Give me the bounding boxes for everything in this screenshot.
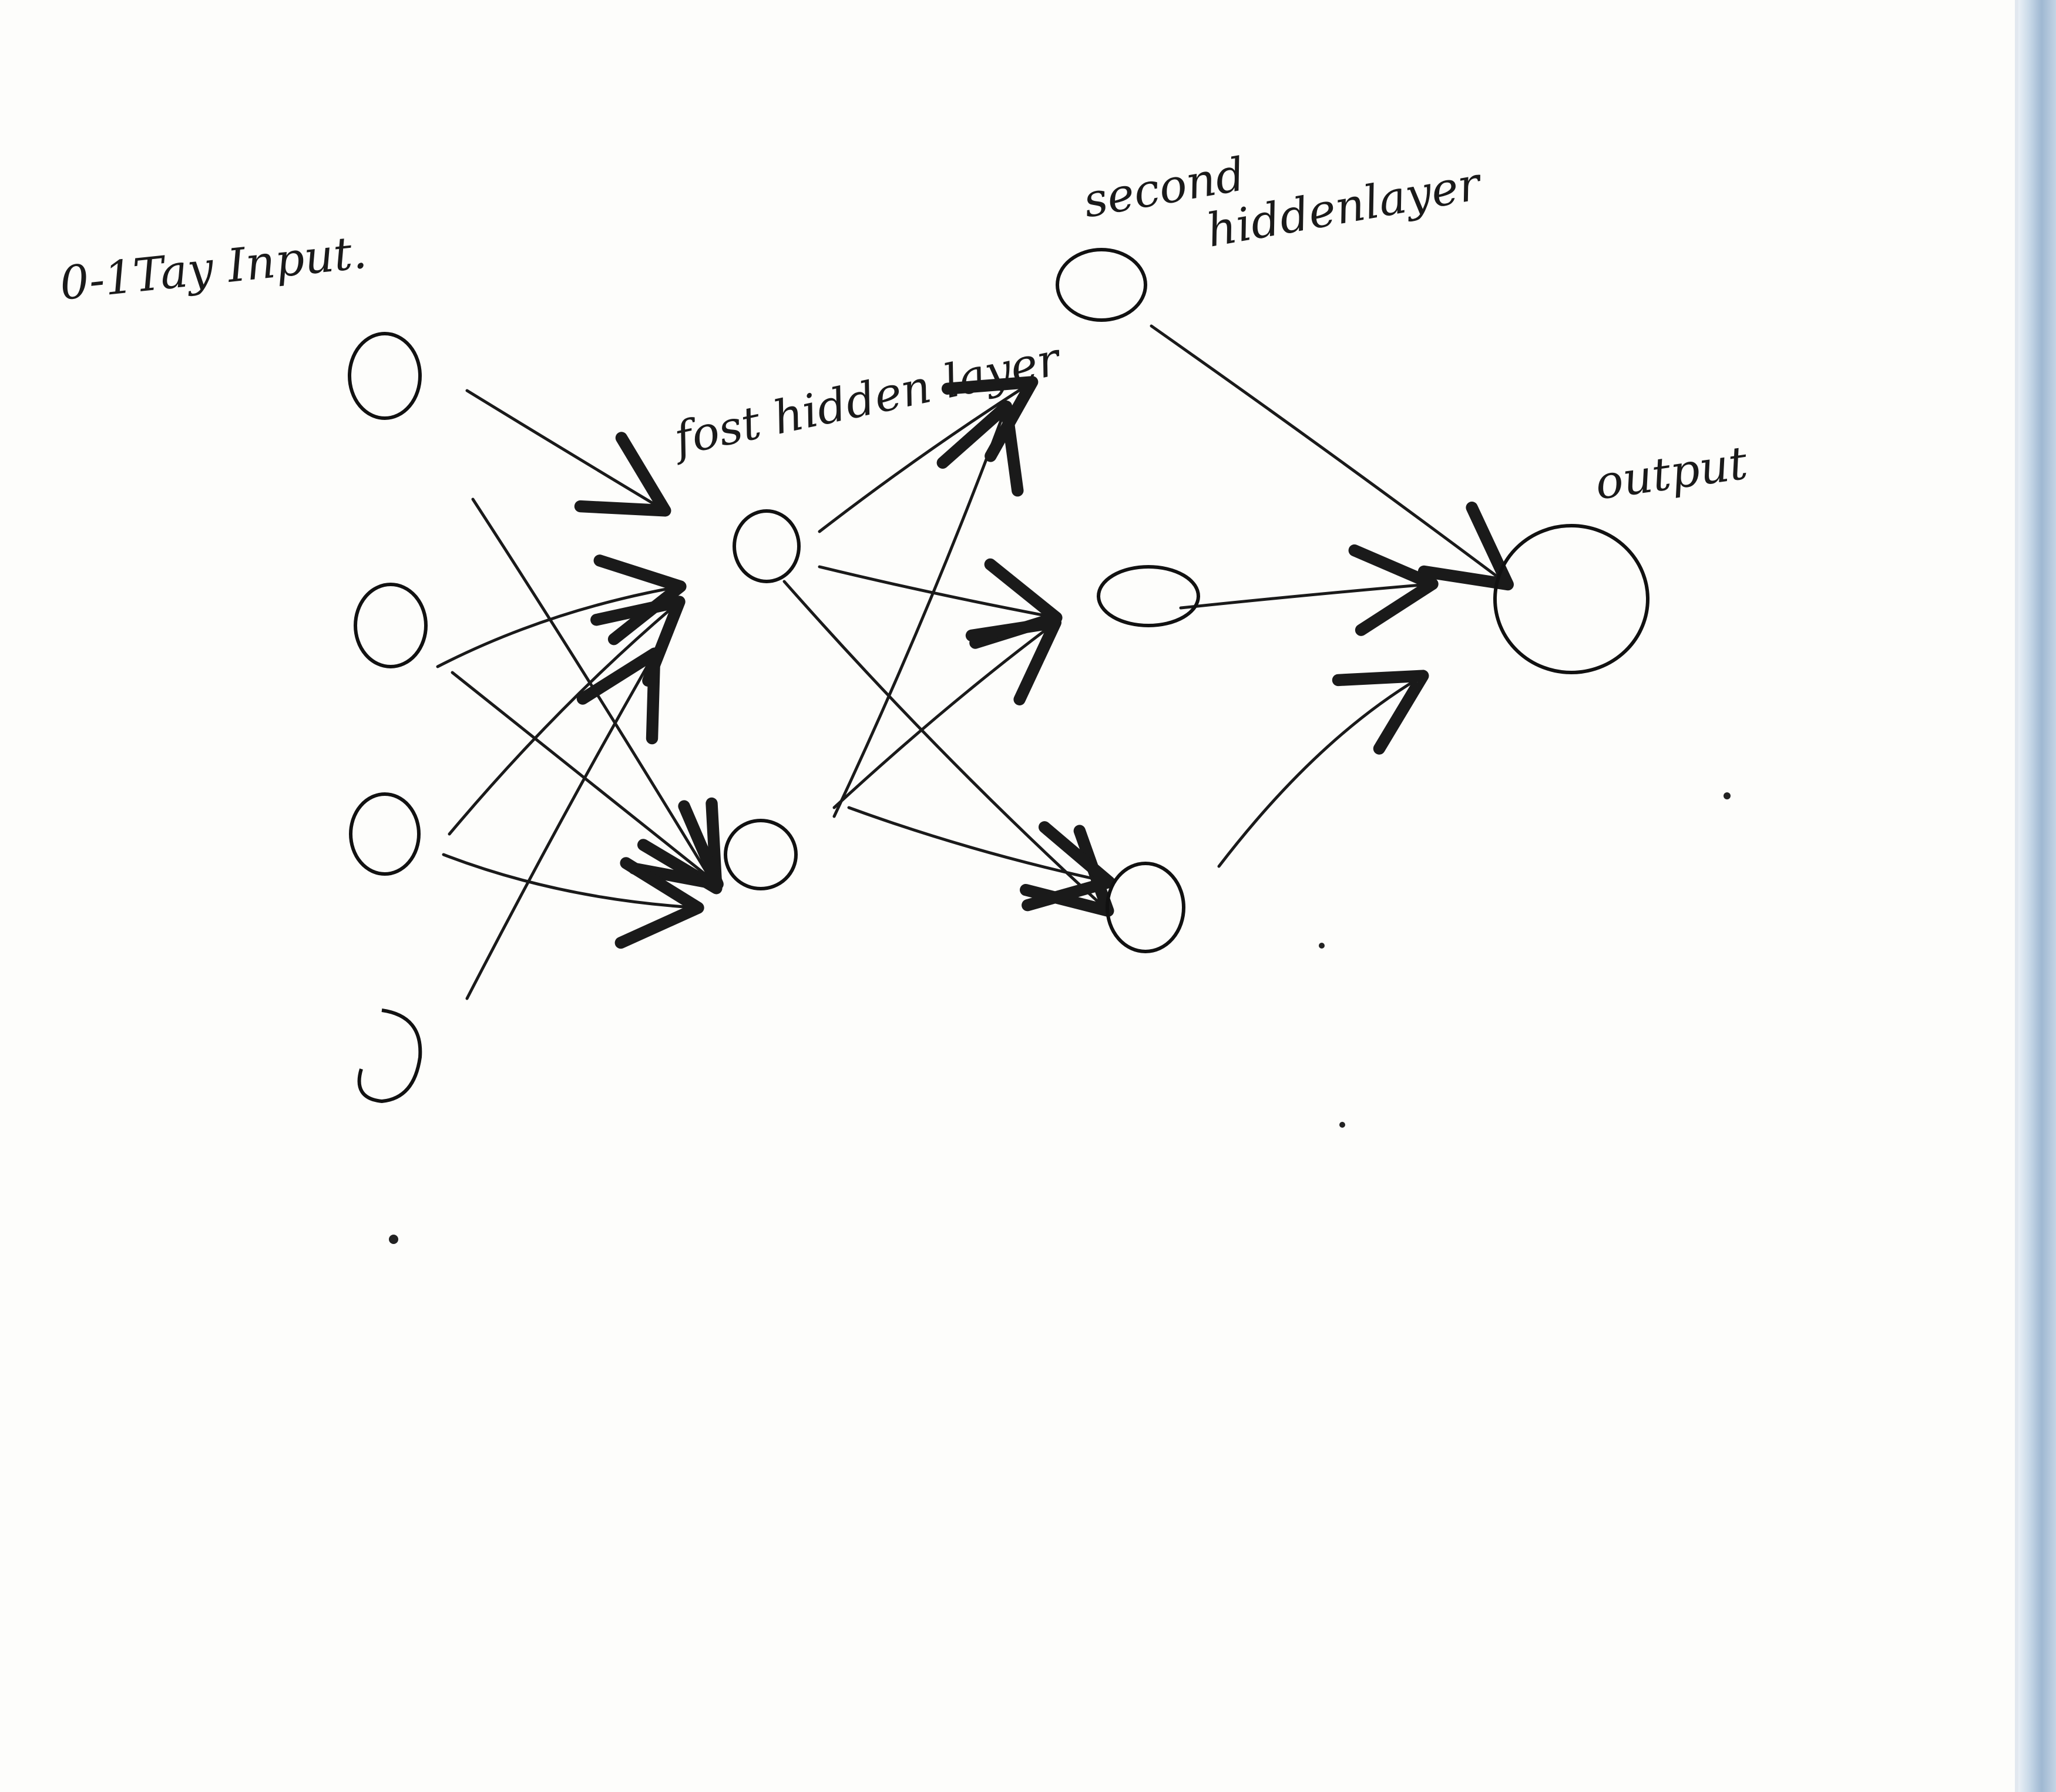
hidden2-neuron-2	[1097, 565, 1200, 627]
edge-input4-hidden1a	[465, 647, 661, 1000]
edge-input3-hidden1a	[448, 596, 686, 836]
edge-hidden1a-hidden2c	[782, 580, 1114, 917]
input-neuron-4	[357, 1008, 422, 1104]
input-neuron-2	[354, 583, 428, 668]
edge-hidden2a-output	[1150, 324, 1514, 591]
hidden2-neuron-3	[1106, 862, 1185, 953]
edge-input2-hidden1a	[436, 554, 687, 668]
paper-edge-strip	[2015, 0, 2056, 1792]
second-hidden-layer-label-line2: hiddenlayer	[1203, 157, 1487, 258]
edge-hidden2b-output	[1179, 544, 1439, 636]
edge-hidden2c-output	[1217, 670, 1429, 868]
edge-input1-hidden1a	[465, 389, 671, 517]
output-layer-label: output	[1592, 436, 1751, 510]
pen-speck	[1319, 943, 1325, 949]
edge-hidden1b-hidden2b	[832, 616, 1061, 809]
input-neuron-1	[348, 332, 422, 420]
hidden1-neuron-1	[733, 509, 801, 583]
edge-input1-hidden1b	[471, 497, 723, 895]
edge-input3-hidden1b	[442, 853, 704, 949]
pen-speck	[1724, 792, 1731, 799]
edge-hidden1b-hidden2a	[832, 400, 1024, 818]
edge-input2-hidden1b	[451, 671, 724, 890]
output-neuron	[1493, 524, 1649, 674]
hidden2-neuron-1	[1056, 248, 1147, 322]
edge-hidden1a-hidden2b	[818, 558, 1063, 649]
input-neuron-3	[349, 792, 421, 876]
pen-speck	[1339, 1122, 1345, 1128]
input-layer-label: 0-1Tay Input.	[58, 226, 369, 311]
hidden1-neuron-2	[724, 819, 798, 890]
edge-hidden1b-hidden2c	[847, 806, 1116, 912]
pen-speck	[389, 1235, 398, 1244]
